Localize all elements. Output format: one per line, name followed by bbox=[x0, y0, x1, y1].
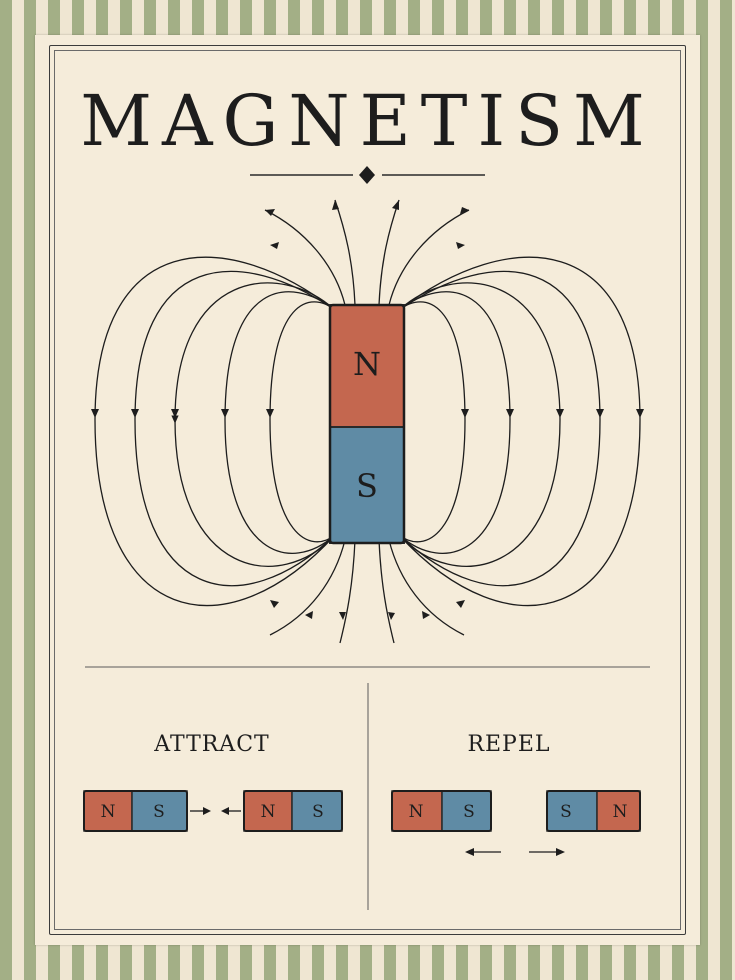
repel-magnet-right: S N bbox=[546, 790, 641, 832]
arrow-left-mid bbox=[171, 409, 179, 418]
arrow-bottom-right-loop bbox=[456, 600, 465, 608]
svg-text:S: S bbox=[560, 802, 572, 822]
attract-heading: ATTRACT bbox=[154, 732, 270, 757]
arrow-top-3 bbox=[392, 200, 399, 210]
arrow-bottom-1 bbox=[305, 611, 313, 619]
attract-arrows bbox=[190, 807, 241, 815]
field-line-bottom-2 bbox=[339, 539, 356, 644]
arrow-right-icon bbox=[556, 848, 565, 856]
attract-magnet-left: N S bbox=[83, 790, 188, 832]
svg-text:N: N bbox=[101, 802, 116, 822]
field-line-right-5 bbox=[398, 301, 466, 543]
field-line-right-4 bbox=[398, 291, 511, 554]
arrow-top-1 bbox=[265, 209, 275, 216]
arrow-right-mid-5 bbox=[636, 409, 644, 418]
svg-text:S: S bbox=[312, 802, 324, 822]
field-line-left-5 bbox=[269, 301, 336, 543]
svg-text:N: N bbox=[261, 802, 276, 822]
arrow-bottom-3 bbox=[388, 612, 395, 620]
bar-magnet: N S bbox=[328, 303, 406, 545]
arrow-top-right-loop bbox=[456, 242, 465, 249]
svg-text:S: S bbox=[463, 802, 475, 822]
field-line-bottom-4 bbox=[388, 539, 465, 636]
arrow-bottom-2 bbox=[339, 612, 346, 620]
arrow-right-mid-3 bbox=[506, 409, 514, 418]
arrow-left-icon bbox=[221, 807, 229, 815]
arrow-top-2 bbox=[332, 200, 339, 210]
arrow-left-mid-5 bbox=[91, 409, 99, 418]
north-label: N bbox=[353, 345, 381, 383]
field-line-left-2 bbox=[134, 270, 336, 587]
field-line-top-2 bbox=[334, 199, 356, 306]
arrow-right-icon bbox=[203, 807, 211, 815]
field-line-top-1 bbox=[264, 209, 346, 306]
arrow-right-mid-4 bbox=[461, 409, 469, 418]
field-arrows bbox=[91, 200, 644, 620]
field-line-right-1 bbox=[398, 282, 561, 567]
outer-frame bbox=[49, 45, 686, 935]
field-lines bbox=[94, 199, 641, 644]
field-line-right-3 bbox=[398, 256, 641, 607]
magnetism-diagram: N S N S N S bbox=[83, 166, 650, 910]
repel-magnet-left: N S bbox=[391, 790, 492, 832]
inner-frame bbox=[54, 50, 681, 930]
south-label: S bbox=[356, 467, 378, 505]
field-line-bottom-3 bbox=[378, 539, 395, 644]
arrow-right-mid-2 bbox=[596, 409, 604, 418]
arrow-left-icon bbox=[465, 848, 474, 856]
south-pole bbox=[329, 426, 405, 544]
arrow-right-mid bbox=[556, 409, 564, 418]
arrow-top-left-loop bbox=[270, 242, 279, 249]
svg-text:N: N bbox=[613, 802, 628, 822]
title-ornament bbox=[250, 166, 485, 184]
field-line-left-3 bbox=[94, 256, 336, 607]
svg-text:N: N bbox=[409, 802, 424, 822]
repel-heading: REPEL bbox=[467, 732, 551, 757]
field-line-bottom-1 bbox=[269, 539, 346, 636]
attract-magnet-right: N S bbox=[243, 790, 343, 832]
field-line-right-2 bbox=[398, 270, 601, 587]
page-title: MAGNETISM bbox=[80, 80, 655, 162]
arrow-left-mid-4 bbox=[266, 409, 274, 418]
svg-text:S: S bbox=[153, 802, 165, 822]
field-line-left-1 bbox=[171, 282, 336, 567]
repel-arrows bbox=[465, 848, 565, 856]
field-line-left-4 bbox=[224, 291, 336, 554]
arrow-left-mid-3 bbox=[221, 409, 229, 418]
arrow-bottom-4 bbox=[422, 611, 430, 619]
arrow-top-4 bbox=[460, 207, 469, 214]
poster: MAGNETISM ATTRACT REPEL bbox=[35, 35, 700, 945]
arrow-bottom-left-loop bbox=[270, 600, 279, 608]
arrow-left-mid-2 bbox=[131, 409, 139, 418]
field-line-top-4 bbox=[388, 209, 470, 306]
field-line-top-3 bbox=[378, 199, 400, 306]
